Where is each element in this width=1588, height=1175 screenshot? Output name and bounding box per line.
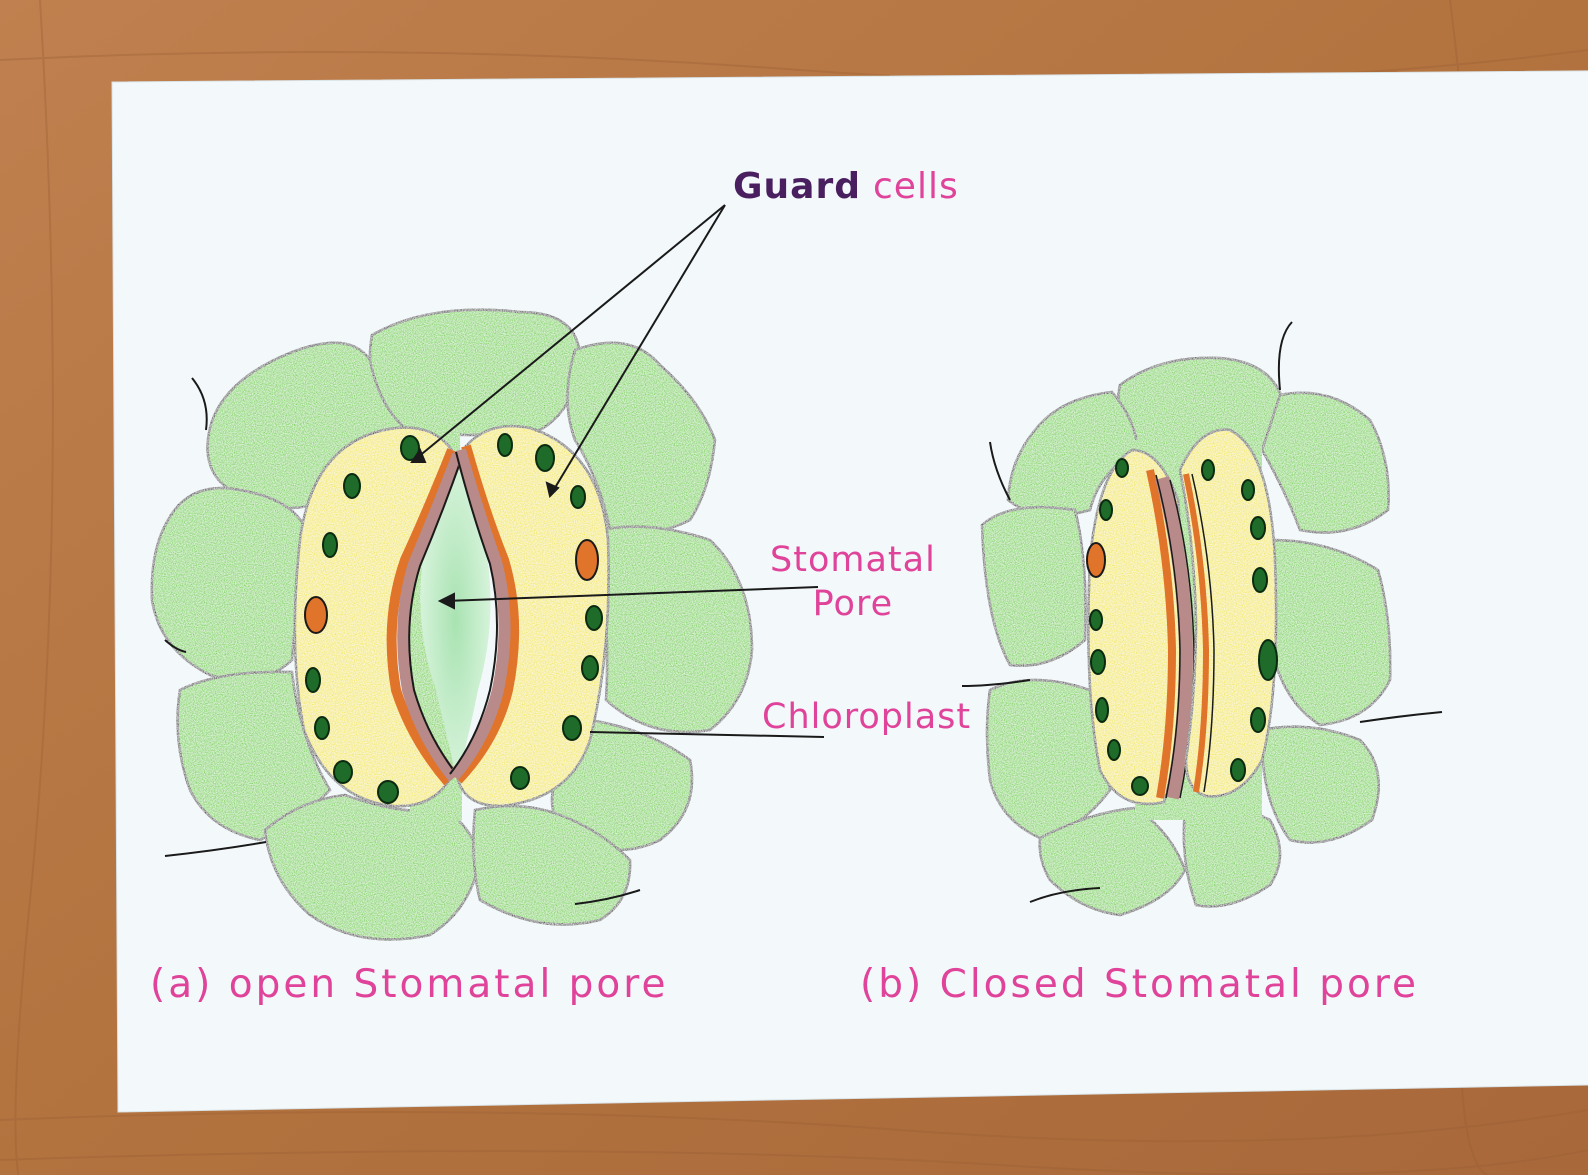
caption-closed-stomatal-pore: (b) Closed Stomatal pore xyxy=(860,962,1419,1007)
caption-open-stomatal-pore: (a) open Stomatal pore xyxy=(150,962,669,1007)
chloroplasts-open-right xyxy=(497,433,603,790)
stomatal-word: Stomatal xyxy=(770,540,936,580)
stomatal-pore-label: Stomatal Pore xyxy=(770,538,936,626)
pore-word: Pore xyxy=(812,584,894,624)
cells-word: cells xyxy=(873,166,959,207)
label-pointers xyxy=(410,204,825,738)
chloroplasts-closed-right xyxy=(1201,459,1278,782)
open-stoma-drawing xyxy=(150,308,754,941)
guard-cells-label: Guard cells xyxy=(733,166,959,207)
nucleus-open-left xyxy=(304,596,328,634)
stomatal-pore-open xyxy=(420,460,491,780)
left-guard-cell-closed xyxy=(1087,448,1195,806)
left-guard-cell-open xyxy=(293,426,464,808)
chloroplasts-open-left xyxy=(305,435,420,804)
chloroplast-label: Chloroplast xyxy=(762,697,972,737)
right-guard-cell-open xyxy=(449,424,610,808)
nucleus-open-right xyxy=(575,539,599,581)
epidermal-cells-open xyxy=(150,308,754,941)
closed-stoma-drawing xyxy=(961,321,1443,917)
nucleus-closed-left xyxy=(1086,542,1106,578)
chloroplasts-closed-left xyxy=(1089,458,1149,796)
guard-word: Guard xyxy=(733,166,861,207)
